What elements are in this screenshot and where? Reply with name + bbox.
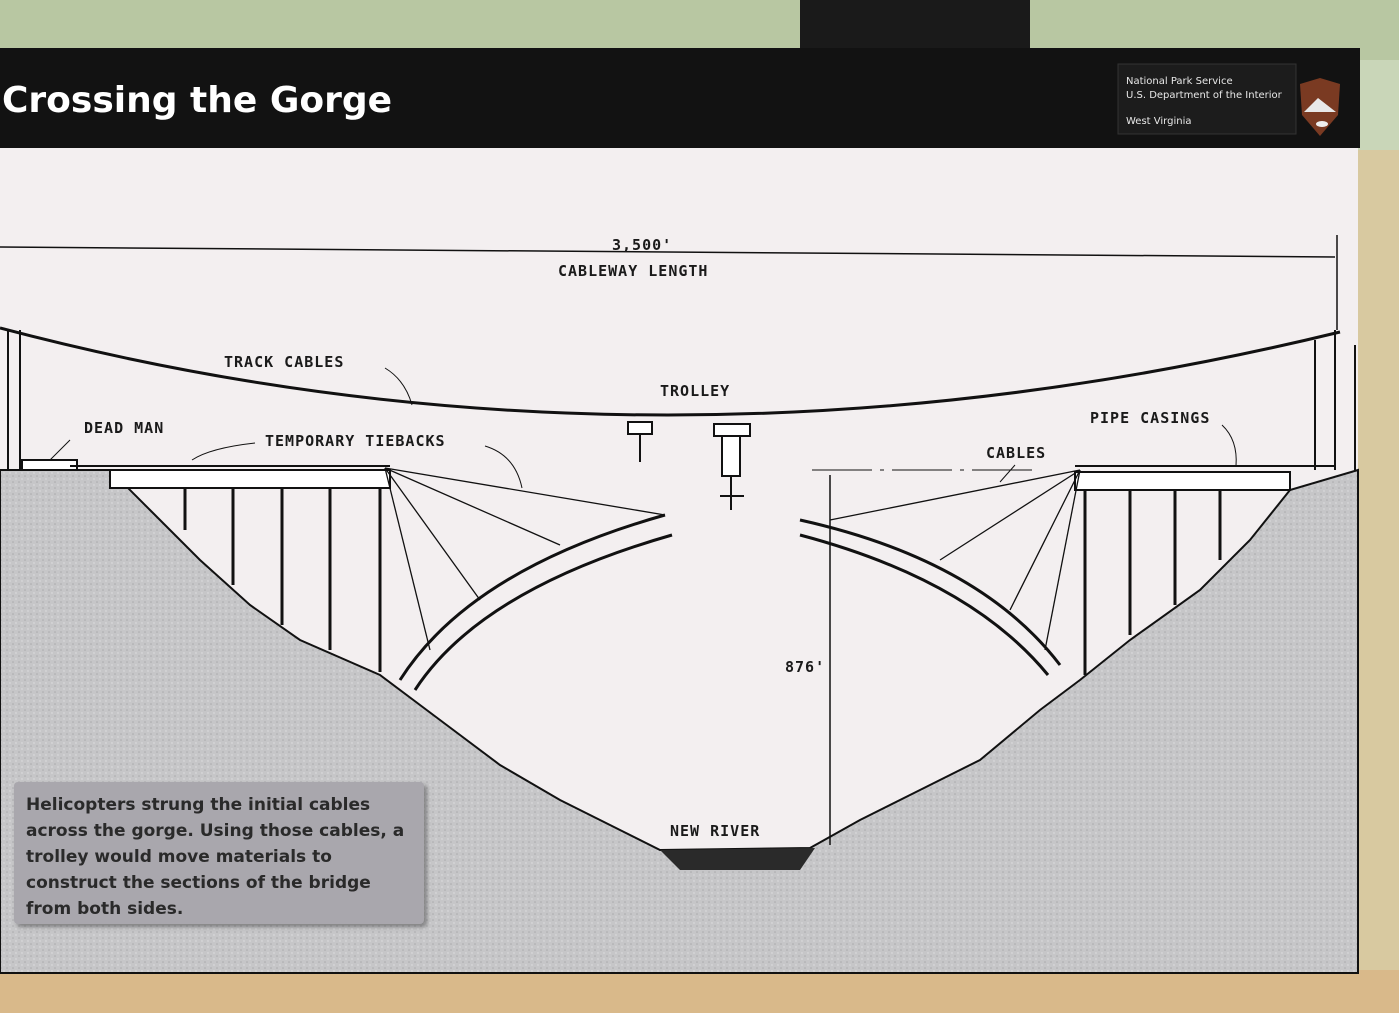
wood-ledge	[0, 970, 1399, 1013]
label-trolley: TROLLEY	[660, 382, 730, 400]
caption-text: Helicopters strung the initial cables ac…	[26, 795, 405, 919]
arch-sections	[398, 513, 1062, 691]
new-river	[660, 848, 815, 870]
window-frame	[800, 0, 1030, 55]
agency-name: National Park Service	[1126, 76, 1233, 87]
agency-plate	[1117, 63, 1297, 135]
state-name: West Virginia	[1126, 116, 1191, 127]
track-cable	[0, 326, 1341, 417]
span-label: CABLEWAY LENGTH	[558, 262, 708, 280]
tieback-cables	[384, 467, 1081, 651]
label-cables: CABLES	[986, 444, 1046, 462]
label-track-cables: TRACK CABLES	[224, 353, 344, 371]
bridge-approach-decks	[21, 459, 1335, 491]
cable-towers	[7, 330, 1356, 470]
bridge-piers	[183, 488, 1222, 675]
caption-box: Helicopters strung the initial cables ac…	[14, 782, 424, 924]
sign-title: Crossing the Gorge	[2, 80, 392, 121]
trolley	[627, 421, 751, 510]
span-dimension-line	[0, 246, 1336, 258]
label-height: 876'	[785, 658, 825, 676]
label-new-river: NEW RIVER	[670, 822, 760, 840]
label-temporary-tiebacks: TEMPORARY TIEBACKS	[265, 432, 446, 450]
right-edge	[1356, 150, 1399, 970]
label-dead-man: DEAD MAN	[84, 419, 164, 437]
label-pipe-casings: PIPE CASINGS	[1090, 409, 1210, 427]
span-value: 3,500'	[612, 236, 672, 254]
nps-arrowhead-logo	[1300, 78, 1340, 136]
department-name: U.S. Department of the Interior	[1126, 90, 1283, 101]
